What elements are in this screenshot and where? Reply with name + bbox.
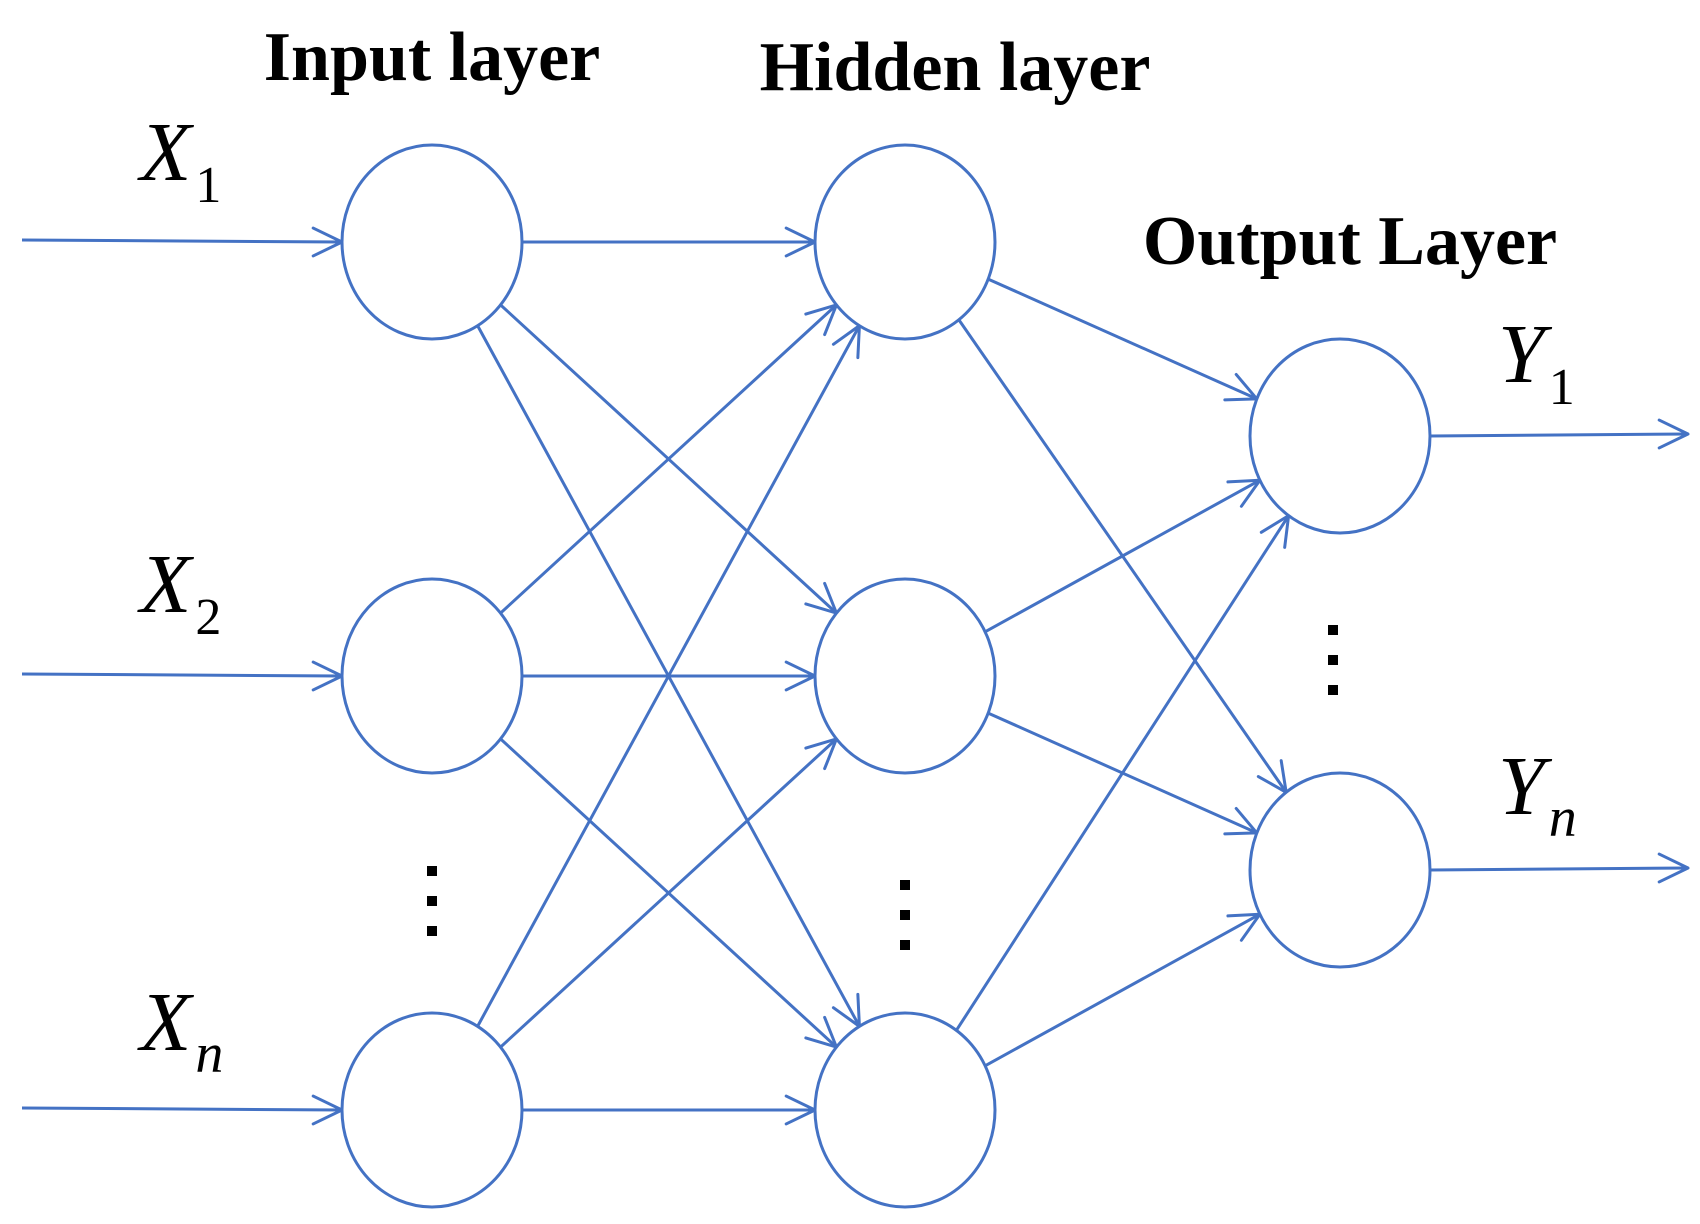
output-label-sub: n	[1549, 787, 1577, 849]
hidden-neuron-3	[813, 1011, 997, 1209]
output-label-sub: 1	[1549, 359, 1575, 416]
input-neuron-3	[340, 1011, 524, 1209]
input-ellipsis	[427, 866, 437, 936]
layer-titles: Input layer Hidden layer Output Layer	[264, 19, 1557, 280]
output-label-main: Y	[1498, 308, 1553, 401]
ellipsis-dot	[900, 940, 910, 950]
input-arrow-in3	[21, 1106, 343, 1112]
ellipsis-dot	[427, 896, 437, 906]
neurons	[340, 143, 1432, 1209]
ellipsis-dot	[427, 926, 437, 936]
hidden-ellipsis	[900, 880, 910, 950]
output-label-main: Y	[1498, 740, 1553, 833]
edge-h1-o1	[987, 277, 1258, 401]
input-arrow-in2	[21, 672, 343, 678]
input-label-sub: 1	[195, 157, 221, 214]
input-label-sub: 2	[195, 589, 221, 646]
input-label-sub: n	[195, 1023, 223, 1085]
input-arrow-in1	[21, 238, 343, 244]
input-label-main: X	[137, 106, 195, 199]
input-label-2: X2	[137, 538, 221, 646]
ellipsis-dot	[1328, 685, 1338, 695]
output-arrow-o2	[1429, 866, 1689, 872]
output-neuron-2	[1248, 771, 1432, 969]
input-label-3: Xn	[137, 976, 223, 1085]
output-neuron-1	[1248, 337, 1432, 535]
input-label-main: X	[137, 976, 195, 1069]
input-label-1: X1	[137, 106, 221, 214]
ellipsis-dot	[1328, 625, 1338, 635]
output-arrow-o1	[1429, 432, 1689, 438]
output-arrowhead-o2	[1657, 852, 1690, 884]
edge-h3-o1	[955, 514, 1290, 1032]
hidden-neuron-2	[813, 577, 997, 775]
edge-in3-h1	[476, 324, 861, 1028]
ellipsis-dot	[900, 910, 910, 920]
output-label-1: Y1	[1498, 308, 1575, 416]
ellipsis-dot	[900, 880, 910, 890]
edge-in2-h1	[499, 303, 838, 615]
input-neuron-2	[340, 577, 524, 775]
edge-in3-h2	[499, 737, 838, 1049]
ellipsis-dot	[1328, 655, 1338, 665]
output-layer-title: Output Layer	[1143, 203, 1557, 280]
output-arrowhead-o1	[1657, 418, 1690, 450]
hidden-layer-title: Hidden layer	[760, 29, 1151, 106]
output-label-2: Yn	[1498, 740, 1577, 849]
ellipses	[427, 625, 1338, 950]
ellipsis-dot	[427, 866, 437, 876]
input-layer-title: Input layer	[264, 19, 600, 96]
edge-h3-o2	[984, 912, 1261, 1068]
hidden-neuron-1	[813, 143, 997, 341]
input-label-main: X	[137, 538, 195, 631]
input-neuron-1	[340, 143, 524, 341]
io-arrows	[21, 226, 1690, 1126]
output-ellipsis	[1328, 625, 1338, 695]
edge-h2-o1	[984, 478, 1261, 634]
